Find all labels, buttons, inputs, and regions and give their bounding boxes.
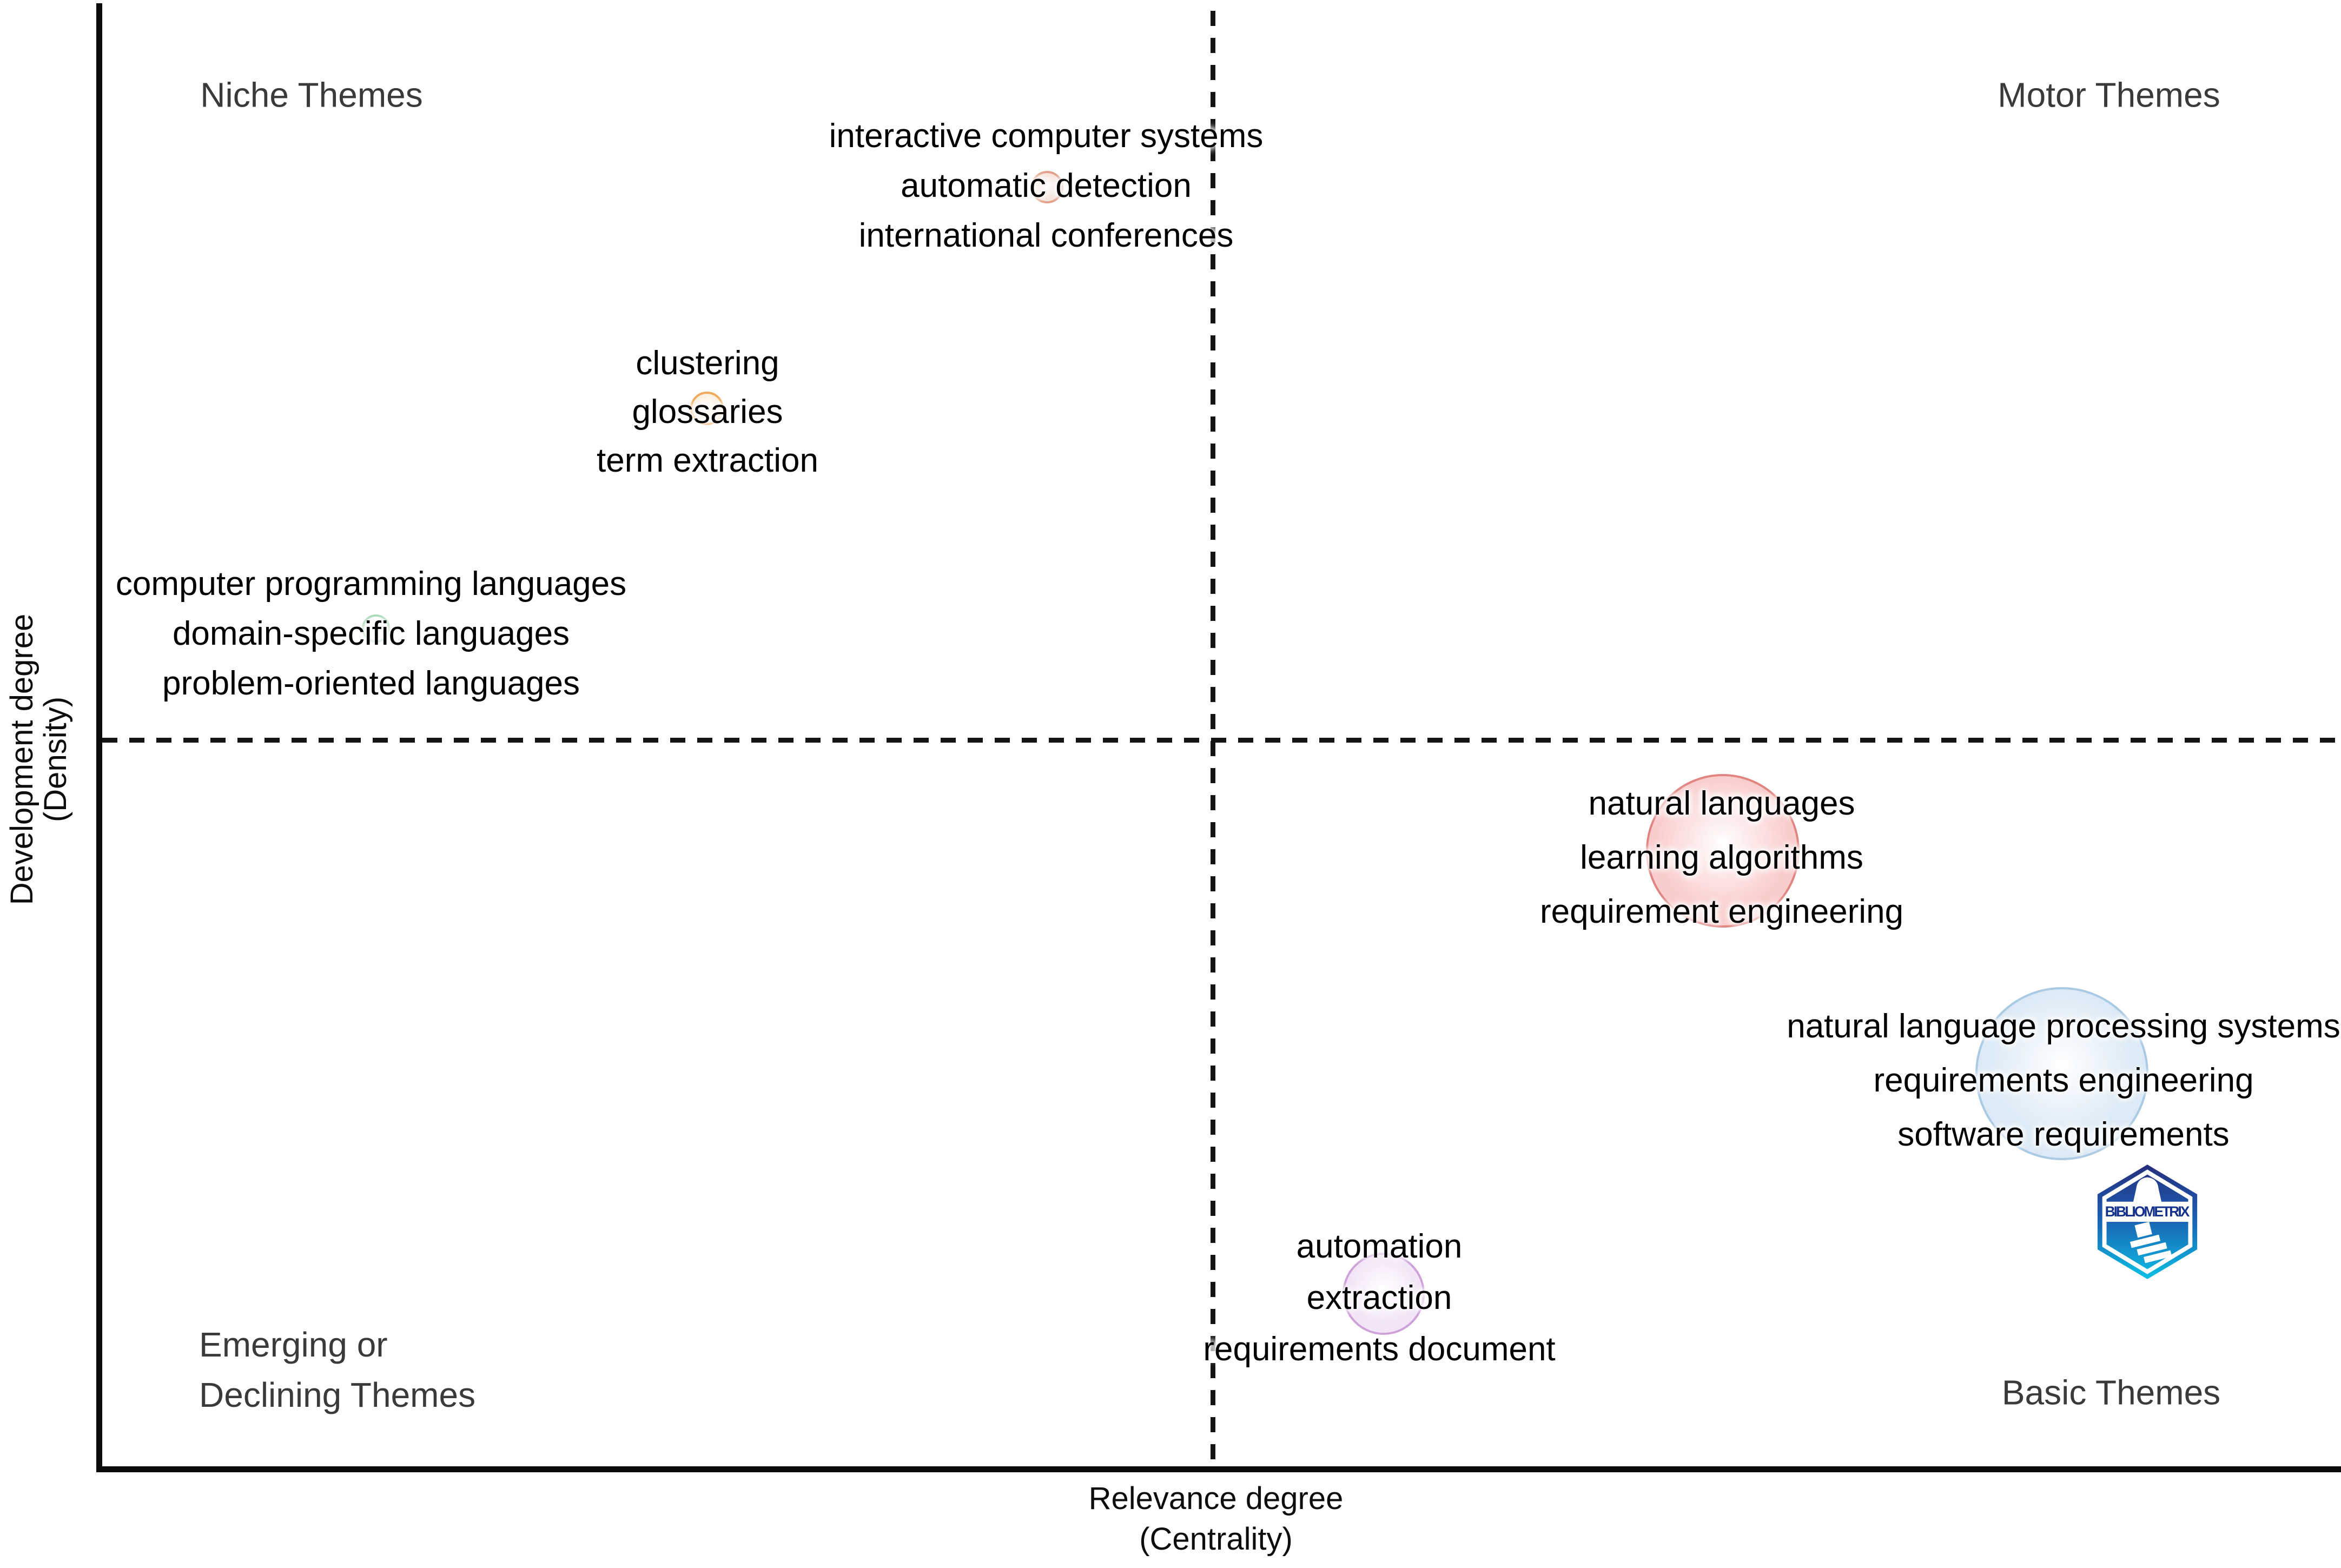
y-axis-label-line1: Development degree	[4, 613, 39, 905]
cluster-natural-languages-bubble[interactable]	[1646, 774, 1800, 928]
cluster-interactive-computer-systems-bubble[interactable]	[1031, 171, 1063, 203]
logo-band	[2102, 1201, 2192, 1222]
logo-inner-hexagon-outline	[2102, 1169, 2193, 1274]
cluster-computer-programming-languages-bubble[interactable]	[362, 614, 390, 643]
theme-term: requirements engineering	[1873, 1062, 2254, 1099]
cluster-interactive-computer-systems-label: interactive computer systems automatic de…	[829, 111, 1264, 261]
quadrant-label-basic-text: Basic Themes	[2001, 1373, 2221, 1412]
bibliometrix-logo: BIBLIOMETRIX	[2097, 1165, 2198, 1279]
quadrant-label-niche: Niche Themes	[200, 70, 422, 121]
theme-term: automatic detection	[901, 167, 1192, 204]
theme-term: automation	[1296, 1227, 1463, 1265]
cluster-automation-label: automation extraction requirements documen…	[1203, 1221, 1555, 1375]
quadrant-label-emerging-declining: Emerging or Declining Themes	[199, 1320, 475, 1420]
theme-term: natural language processing systems	[1787, 1008, 2340, 1045]
x-axis-label-line2: (Centrality)	[1139, 1521, 1293, 1557]
y-axis-label-line2: (Density)	[38, 696, 73, 823]
x-axis-line	[96, 1466, 2341, 1472]
theme-term: requirement engineering	[1539, 893, 1904, 930]
quadrant-label-niche-text: Niche Themes	[200, 75, 423, 115]
cluster-automation-bubble[interactable]	[1343, 1253, 1425, 1335]
theme-term: interactive computer systems	[829, 117, 1264, 155]
cluster-clustering-label: clustering glossaries term extraction	[597, 339, 818, 485]
logo-lighthouse-dome	[2133, 1177, 2162, 1203]
y-axis-line	[96, 3, 102, 1469]
logo-lighthouse-stairs	[2130, 1221, 2172, 1263]
theme-term: natural languages	[1588, 785, 1855, 822]
cluster-natural-languages-label: natural languages learning algorithms requ…	[1540, 777, 1903, 939]
theme-term: glossaries	[632, 393, 783, 431]
cluster-nlp-systems-bubble[interactable]	[1975, 987, 2148, 1160]
quadrant-label-motor: Motor Themes	[1998, 70, 2220, 121]
cluster-nlp-systems-label: natural language processing systems requi…	[1787, 1000, 2340, 1162]
cluster-clustering-bubble[interactable]	[690, 392, 724, 425]
x-axis-label-line1: Relevance degree	[1088, 1481, 1344, 1516]
theme-term: international conferences	[858, 217, 1234, 254]
theme-term: clustering	[636, 345, 779, 382]
theme-term: software requirements	[1897, 1116, 2230, 1153]
x-axis-label: Relevance degree (Centrality)	[1089, 1478, 1344, 1559]
y-axis-label: Development degree (Density)	[4, 613, 73, 905]
theme-term: domain-specific languages	[172, 615, 570, 652]
theme-term: problem-oriented languages	[162, 665, 580, 702]
cluster-computer-programming-languages-label: computer programming languages domain-spe…	[116, 559, 626, 709]
quadrant-label-emerging-line1: Emerging or	[199, 1325, 388, 1364]
logo-text: BIBLIOMETRIX	[2105, 1203, 2190, 1220]
quadrant-label-basic: Basic Themes	[2002, 1368, 2220, 1418]
density-median-dashed-line	[102, 738, 2341, 743]
theme-term: term extraction	[596, 442, 819, 479]
theme-term: requirements document	[1203, 1330, 1556, 1368]
theme-term: extraction	[1306, 1279, 1452, 1316]
theme-term: learning algorithms	[1580, 839, 1863, 876]
quadrant-label-motor-text: Motor Themes	[1998, 75, 2220, 115]
quadrant-label-emerging-line2: Declining Themes	[199, 1375, 476, 1414]
theme-term: computer programming languages	[115, 565, 627, 603]
